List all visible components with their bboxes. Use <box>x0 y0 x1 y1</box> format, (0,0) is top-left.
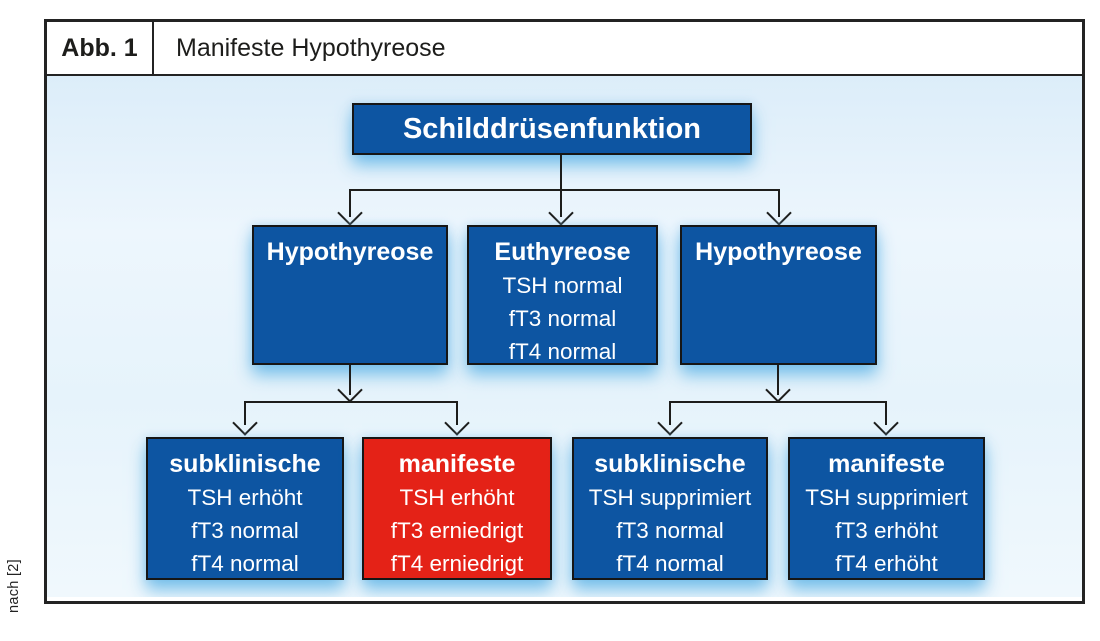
arrowhead-down-icon <box>548 200 574 226</box>
node-line: TSH erhöht <box>399 485 515 510</box>
connector-right-drop-a <box>669 401 671 425</box>
node-title: subklinische <box>169 450 321 478</box>
node-line: fT3 erniedrigt <box>390 518 524 543</box>
node-line: fT4 normal <box>508 339 617 364</box>
connector-root-stem <box>560 155 562 217</box>
node-line: fT3 normal <box>616 518 724 543</box>
connector-right-stem <box>777 365 779 395</box>
connector-root-bracket <box>349 189 780 191</box>
figure-credit: nach [2] <box>6 559 22 613</box>
node-hypothyreose-right: Hypothyreose <box>680 225 877 365</box>
node-title: Hypothyreose <box>695 238 862 266</box>
node-line: fT3 erhöht <box>835 518 938 543</box>
node-title: subklinische <box>594 450 746 478</box>
node-hypothyreose-left: Hypothyreose <box>252 225 448 365</box>
arrowhead-down-icon <box>765 377 791 403</box>
arrowhead-down-icon <box>444 410 470 436</box>
arrowhead-down-icon <box>337 377 363 403</box>
figure-frame: Abb. 1 Manifeste Hypothyreose Schilddrüs… <box>44 19 1085 604</box>
node-schilddruesenfunktion: Schilddrüsenfunktion <box>352 103 752 155</box>
arrowhead-down-icon <box>766 200 792 226</box>
arrowhead-down-icon <box>337 200 363 226</box>
node-line: TSH normal <box>502 273 623 298</box>
node-line: TSH supprimiert <box>805 485 968 510</box>
connector-left-drop-b <box>456 401 458 425</box>
connector-root-drop-left <box>349 189 351 217</box>
node-manifeste-hypothyreose: manifeste TSH erhöht fT3 erniedrigt fT4 … <box>362 437 552 580</box>
connector-right-drop-b <box>885 401 887 425</box>
node-line: TSH supprimiert <box>588 485 752 510</box>
node-title: Hypothyreose <box>266 238 434 266</box>
connector-left-stem <box>349 365 351 395</box>
node-subklinische-rechts: subklinische TSH supprimiert fT3 normal … <box>572 437 768 580</box>
node-line: fT3 normal <box>191 518 299 543</box>
node-line: fT3 normal <box>508 306 617 331</box>
node-title: Euthyreose <box>494 238 631 266</box>
connector-root-drop-right <box>778 189 780 217</box>
connector-right-bracket <box>669 401 887 403</box>
node-line: TSH erhöht <box>187 485 303 510</box>
diagram-canvas: Schilddrüsenfunktion Hypothyreose Euthyr… <box>47 76 1082 597</box>
node-line: fT4 normal <box>191 551 299 576</box>
node-line: fT4 erhöht <box>835 551 938 576</box>
connector-left-bracket <box>244 401 458 403</box>
arrowhead-down-icon <box>232 410 258 436</box>
node-title: Schilddrüsenfunktion <box>402 112 702 145</box>
figure-header: Abb. 1 Manifeste Hypothyreose <box>47 22 1082 76</box>
arrowhead-down-icon <box>657 410 683 436</box>
node-manifeste-rechts: manifeste TSH supprimiert fT3 erhöht fT4… <box>788 437 985 580</box>
figure-label: Abb. 1 <box>47 22 154 74</box>
node-subklinische-hypothyreose: subklinische TSH erhöht fT3 normal fT4 n… <box>146 437 344 580</box>
node-euthyreose: Euthyreose TSH normal fT3 normal fT4 nor… <box>467 225 658 365</box>
node-line: fT4 erniedrigt <box>390 551 524 576</box>
node-title: manifeste <box>828 450 945 478</box>
figure-title: Manifeste Hypothyreose <box>176 33 446 62</box>
node-title: manifeste <box>398 450 516 478</box>
arrowhead-down-icon <box>873 410 899 436</box>
node-line: fT4 normal <box>616 551 724 576</box>
connector-left-drop-a <box>244 401 246 425</box>
